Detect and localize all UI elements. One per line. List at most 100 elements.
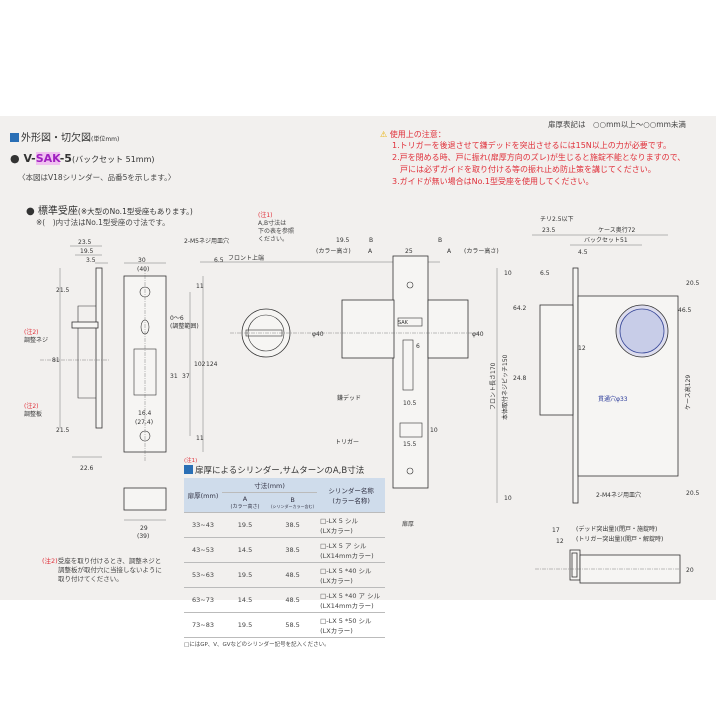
- dim-label: (調整範囲): [170, 322, 199, 330]
- dim-label: 24.8: [513, 375, 527, 382]
- chiri-label: チリ2.5以下: [540, 216, 574, 223]
- caution-item: 戸には必ずガイドを取り付ける等の振れ止め防止策を講じてください。: [392, 165, 656, 174]
- backset-note: (バックセット 51mm): [71, 155, 155, 164]
- col-header: シリンダー名称(カラー名称): [317, 478, 386, 513]
- model-prefix: V-: [23, 152, 36, 165]
- dim-label: 22.6: [80, 465, 94, 472]
- square-icon: [10, 133, 19, 142]
- cylinder-name: □-LX 5 *40 ア シル: [320, 592, 381, 600]
- dim-label: (40): [137, 266, 149, 273]
- through-hole-label: 貫通穴φ33: [598, 395, 628, 403]
- table-cell: 14.5: [222, 537, 268, 563]
- dim-label: φ40: [312, 331, 324, 338]
- table-cell: 63~73: [184, 587, 222, 613]
- dim-label: 20.5: [686, 490, 700, 497]
- backset-label: バックセット51: [584, 237, 628, 244]
- dim-label: 19.5: [336, 237, 350, 244]
- note1-tag: (注1): [258, 212, 273, 219]
- table-title-text: 扉厚によるシリンダー,サムターンのA,B寸法: [195, 466, 365, 476]
- cylinder-name: □-LX 5 ア シル: [320, 542, 367, 550]
- caution-item: 3.ガイドが無い場合はNo.1型受座を使用してください。: [392, 177, 594, 186]
- front-length-label: フロント長さ170: [490, 362, 497, 410]
- dim-label: 29: [140, 525, 148, 532]
- section-title: 外形図・切欠図(単位mm): [10, 129, 119, 144]
- table-cell: 53~63: [184, 562, 222, 588]
- lock-side-view: [496, 234, 679, 504]
- dim-label: 30: [138, 257, 146, 264]
- strike-side-view: [40, 245, 110, 458]
- dim-label: 0～6: [170, 315, 184, 322]
- note2-tag: (注2): [42, 557, 58, 565]
- cylinder-name: (LXカラー): [320, 577, 353, 585]
- table-cell: 73~83: [184, 612, 222, 638]
- dim-label: 4.5: [578, 249, 588, 256]
- strike-title-text: 標準受座: [37, 206, 78, 217]
- dim-label: 6: [416, 343, 420, 350]
- caution-item: 2.戸を閉める時、戸に振れ(扉厚方向のズレ)が生じると施錠不能となりますので、: [392, 153, 686, 162]
- note2: (注2)受座を取り付けるとき、調整ネジと 調整板が取付穴に当接しないように 取り…: [42, 557, 162, 584]
- table-cell: 14.5: [222, 587, 268, 613]
- table-cell: 19.5: [222, 562, 268, 588]
- dim-label: (39): [137, 533, 149, 540]
- note1-text: 下の表を参照: [258, 228, 295, 235]
- strike-note2: ※( )内寸法はNo.1型受座の寸法です。: [36, 218, 170, 227]
- front-top-label: フロント上端: [228, 254, 264, 262]
- lock-front-view: [200, 255, 480, 489]
- dim-label: 12: [556, 538, 564, 545]
- dim-label: 25: [405, 248, 413, 255]
- case-depth-label: ケース奥行72: [598, 226, 636, 234]
- dim-label: 21.5: [56, 287, 70, 294]
- note2-text: 受座を取り付けるとき、調整ネジと: [57, 557, 162, 565]
- table-cell: □-LX 5 *40 シル (LXカラー): [317, 562, 386, 588]
- note-tag: (注2): [24, 402, 39, 410]
- cylinder-name: □-LX 5 *50 シル: [320, 617, 372, 625]
- dim-label: 37: [182, 373, 190, 380]
- table-cell: 38.5: [268, 537, 318, 563]
- col-header: B(シリンダーカラー含む): [268, 492, 318, 513]
- section-title-text: 外形図・切欠図: [21, 133, 91, 144]
- model-suffix: -5: [59, 152, 72, 165]
- col-header: A(カラー高さ): [222, 492, 268, 513]
- m5-label: 2-M5ネジ用皿穴: [184, 237, 229, 245]
- square-icon: [184, 465, 193, 474]
- unit-note: (単位mm): [91, 136, 120, 143]
- adjust-plate-label: 調整板: [24, 410, 42, 418]
- table-cell: 19.5: [222, 612, 268, 638]
- cylinder-name: (LX14mmカラー): [320, 552, 374, 560]
- caution-block: ⚠ 使用上の注意： 1.トリガーを後退させて鎌デッドを突出させるには15N以上の…: [380, 129, 685, 188]
- case-height-label: ケース高129: [684, 375, 692, 410]
- brand-plate: SAK: [398, 320, 409, 326]
- dim-label: 6.5: [214, 257, 224, 264]
- dim-label: 20.5: [686, 280, 700, 287]
- cylinder-name: □-LX 5 *40 シル: [320, 567, 372, 575]
- cylinder-name: (LXカラー): [320, 527, 353, 535]
- dead-label: 鎌デッド: [337, 394, 361, 402]
- col-header-text: (カラー名称): [332, 497, 370, 505]
- caution-item: 1.トリガーを後退させて鎌デッドを突出させるには15N以上の力が必要です。: [392, 141, 671, 150]
- dim-label: 23.5: [542, 227, 556, 234]
- dim-label: 12: [578, 345, 586, 352]
- table-cell: 58.5: [268, 612, 318, 638]
- adjust-screw-label: 調整ネジ: [24, 336, 48, 344]
- note1-text: A,B寸法は: [258, 220, 287, 227]
- pitch-label: 本体取付ネジピッチ150: [501, 354, 509, 420]
- dim-label: 11: [196, 283, 204, 290]
- dim-label: 16.4: [138, 410, 152, 417]
- table-cell: 38.5: [268, 512, 318, 538]
- note1: (注1) A,B寸法は 下の表を参照 ください。: [258, 212, 294, 244]
- collar-height-label: (カラー高さ): [316, 247, 351, 255]
- dim-label: 3.5: [86, 257, 96, 264]
- dim-label: A: [447, 248, 452, 255]
- dim-label: B: [369, 237, 373, 244]
- cylinder-name: (LX14mmカラー): [320, 602, 374, 610]
- dim-label: 64.2: [513, 305, 527, 312]
- table-cell: 33~43: [184, 512, 222, 538]
- thickness-note: 扉厚表記は ○○mm以上～○○mm未満: [548, 120, 686, 129]
- table-cell: □-LX 5 *50 シル(LXカラー): [317, 612, 386, 638]
- dim-label: 46.5: [678, 307, 692, 314]
